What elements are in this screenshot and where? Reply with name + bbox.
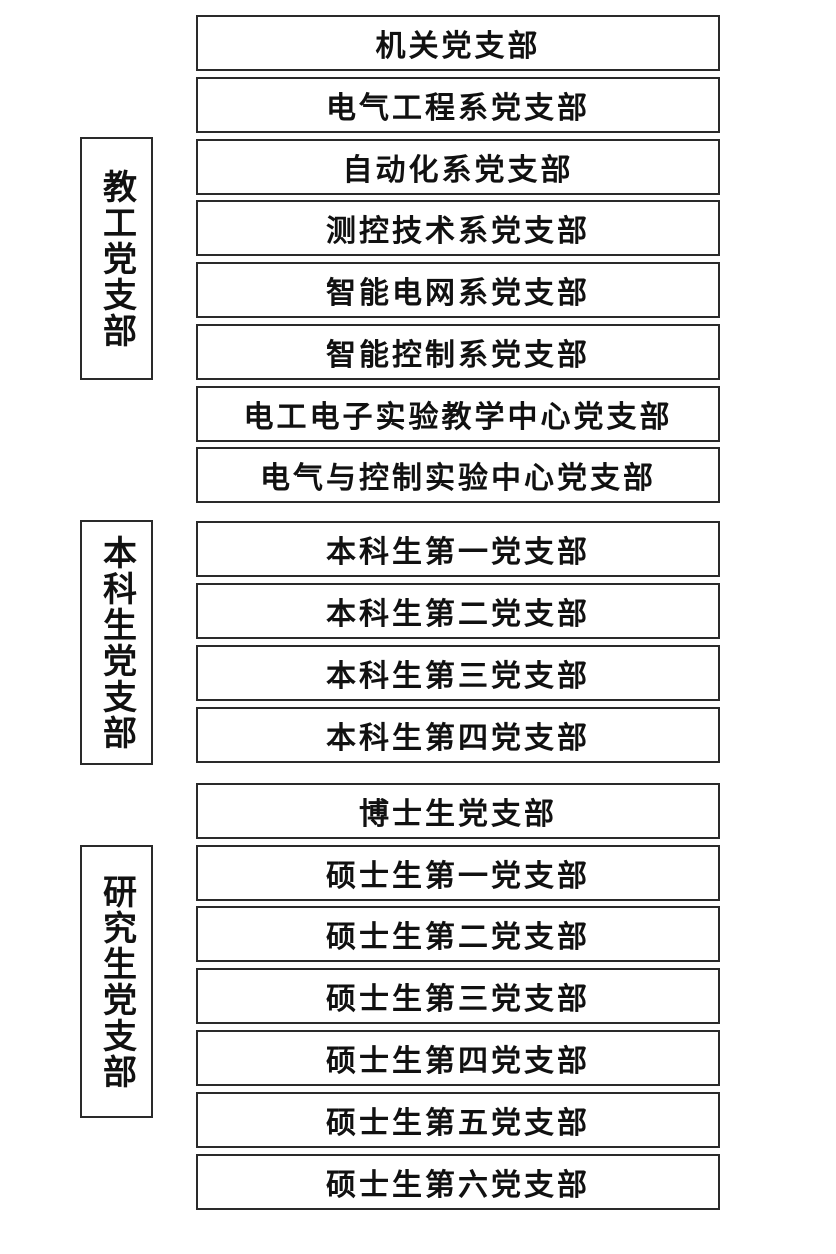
branch-box: 本科生第二党支部 xyxy=(196,583,720,639)
branch-box: 本科生第四党支部 xyxy=(196,707,720,763)
branch-box: 硕士生第三党支部 xyxy=(196,968,720,1024)
branch-box: 智能控制系党支部 xyxy=(196,324,720,380)
group-undergraduate-branch: 本科生党支部 xyxy=(80,520,153,765)
branch-box: 电气与控制实验中心党支部 xyxy=(196,447,720,503)
branch-box: 智能电网系党支部 xyxy=(196,262,720,318)
group-faculty-branch: 教工党支部 xyxy=(80,137,153,380)
branch-box: 硕士生第四党支部 xyxy=(196,1030,720,1086)
branch-box: 电气工程系党支部 xyxy=(196,77,720,133)
branch-box: 硕士生第二党支部 xyxy=(196,906,720,962)
branch-box: 博士生党支部 xyxy=(196,783,720,839)
branch-box: 硕士生第一党支部 xyxy=(196,845,720,901)
branch-box: 机关党支部 xyxy=(196,15,720,71)
branch-box: 电工电子实验教学中心党支部 xyxy=(196,386,720,442)
branch-box: 自动化系党支部 xyxy=(196,139,720,195)
branch-box: 硕士生第五党支部 xyxy=(196,1092,720,1148)
branch-box: 本科生第一党支部 xyxy=(196,521,720,577)
branch-box: 硕士生第六党支部 xyxy=(196,1154,720,1210)
group-graduate-branch: 研究生党支部 xyxy=(80,845,153,1118)
branch-box: 测控技术系党支部 xyxy=(196,200,720,256)
branch-box: 本科生第三党支部 xyxy=(196,645,720,701)
